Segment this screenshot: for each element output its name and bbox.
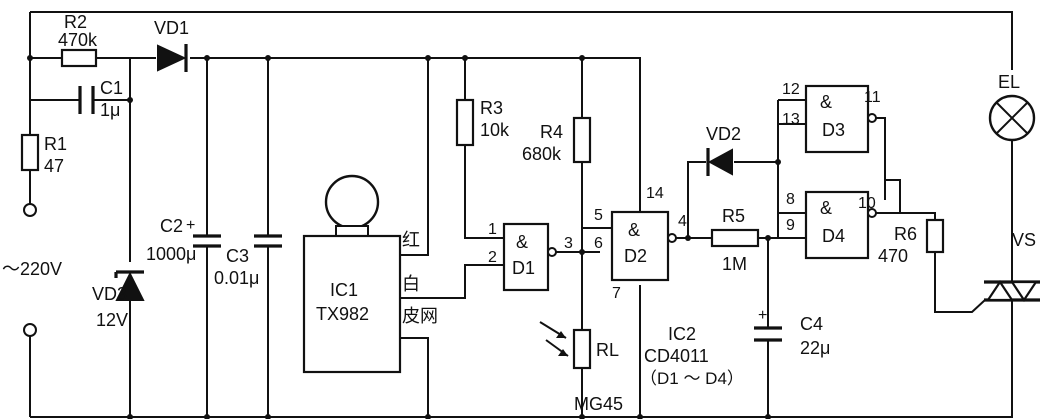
rl-part: MG45 — [574, 394, 623, 414]
c4-plus: + — [758, 307, 767, 324]
sensor-head-icon — [324, 174, 380, 230]
ic2-ref: IC2 — [668, 324, 696, 344]
gate-d1: & D1 1 2 3 — [488, 221, 573, 292]
d3-pin13: 13 — [782, 111, 800, 128]
ic1-ref: IC1 — [330, 280, 358, 300]
r2-value: 470k — [58, 30, 98, 50]
triac-vs: VS — [984, 230, 1040, 302]
r6-value: 470 — [878, 246, 908, 266]
r6-ref: R6 — [894, 224, 917, 244]
d2-symbol: & — [628, 220, 640, 240]
r4-ref: R4 — [540, 122, 563, 142]
ic1-pin-white: 白 — [402, 274, 420, 295]
rl-ref: RL — [596, 340, 619, 360]
capacitor-c2: + C2 1000μ — [146, 216, 221, 264]
ic1-part: TX982 — [316, 304, 369, 324]
zener-vd3: VD3 12V — [92, 270, 145, 330]
d2-pin7: 7 — [612, 285, 621, 302]
lamp-el: EL — [988, 72, 1036, 142]
gate-d3: & D3 12 13 11 — [782, 81, 881, 154]
r3-ref: R3 — [480, 98, 503, 118]
r4-value: 680k — [522, 144, 562, 164]
capacitor-c3: C3 0.01μ — [214, 234, 282, 288]
d4-pin10: 10 — [858, 195, 876, 212]
terminal-top — [23, 203, 37, 217]
d4-pin9: 9 — [786, 217, 795, 234]
resistor-r4: R4 680k — [522, 116, 592, 164]
r5-ref: R5 — [722, 206, 745, 226]
el-ref: EL — [998, 72, 1020, 92]
d2-ref: D2 — [624, 246, 647, 266]
resistor-r2: R2 470k — [58, 12, 98, 68]
ic1-pin-mesh: 皮网 — [402, 306, 438, 327]
vd1-ref: VD1 — [154, 18, 189, 38]
d1-pin3: 3 — [564, 235, 573, 252]
d3-ref: D3 — [822, 120, 845, 140]
r1-ref: R1 — [44, 134, 67, 154]
r2-ref: R2 — [64, 12, 87, 32]
junctions — [27, 55, 781, 419]
vd3-ref: VD3 — [92, 284, 127, 304]
diode-vd1: VD1 — [154, 18, 189, 72]
c2-plus: + — [186, 217, 195, 234]
c3-ref: C3 — [226, 246, 249, 266]
d1-ref: D1 — [512, 258, 535, 278]
d1-symbol: & — [516, 232, 528, 252]
ic2-gates: （D1 ～ D4） — [640, 369, 744, 388]
light-arrow-icon — [558, 349, 568, 356]
d1-pin1: 1 — [488, 221, 497, 238]
d2-pin4: 4 — [678, 213, 687, 230]
diode-vd2: VD2 — [706, 124, 741, 176]
terminal-bottom — [23, 323, 37, 337]
supply-label: ～220V — [2, 259, 62, 279]
c1-ref: C1 — [100, 78, 123, 98]
d1-pin2: 2 — [488, 249, 497, 266]
d2-pin14: 14 — [646, 185, 664, 202]
ic2-part: CD4011 — [644, 346, 709, 366]
c4-value: 22μ — [800, 338, 830, 358]
r1-value: 47 — [44, 156, 64, 176]
d3-pin12: 12 — [782, 81, 800, 98]
resistor-r1: R1 47 — [20, 133, 67, 176]
c2-ref: C2 — [160, 216, 183, 236]
vd2-ref: VD2 — [706, 124, 741, 144]
capacitor-c1: C1 1μ — [78, 78, 123, 120]
gate-d4: & D4 8 9 10 — [786, 190, 877, 260]
gate-d2: & D2 5 6 4 14 7 — [594, 185, 687, 302]
resistor-r3: R3 10k — [455, 98, 510, 147]
resistor-r5: R5 1M — [710, 206, 760, 274]
d2-pin5: 5 — [594, 207, 603, 224]
resistor-r6: R6 470 — [878, 218, 945, 266]
capacitor-c4: + C4 22μ — [754, 307, 830, 358]
c1-value: 1μ — [100, 100, 120, 120]
d3-symbol: & — [820, 92, 832, 112]
ic1-pin-red: 红 — [402, 230, 420, 251]
ic1-sensor: IC1 TX982 红 白 皮网 — [302, 174, 438, 374]
d4-ref: D4 — [822, 226, 845, 246]
wires — [29, 11, 1013, 418]
vd3-value: 12V — [96, 310, 128, 330]
d4-symbol: & — [820, 198, 832, 218]
c4-ref: C4 — [800, 314, 823, 334]
ic2-label: IC2 CD4011 （D1 ～ D4） — [640, 324, 744, 388]
c3-value: 0.01μ — [214, 268, 259, 288]
d2-pin6: 6 — [594, 235, 603, 252]
r3-value: 10k — [480, 120, 510, 140]
vs-ref: VS — [1012, 230, 1036, 250]
photoresistor-rl: RL MG45 — [539, 321, 623, 414]
c2-value: 1000μ — [146, 244, 196, 264]
d4-pin8: 8 — [786, 191, 795, 208]
light-arrow-icon — [556, 331, 566, 338]
r5-value: 1M — [722, 254, 747, 274]
d3-pin11: 11 — [864, 89, 881, 106]
ac-supply: ～220V — [2, 203, 62, 337]
